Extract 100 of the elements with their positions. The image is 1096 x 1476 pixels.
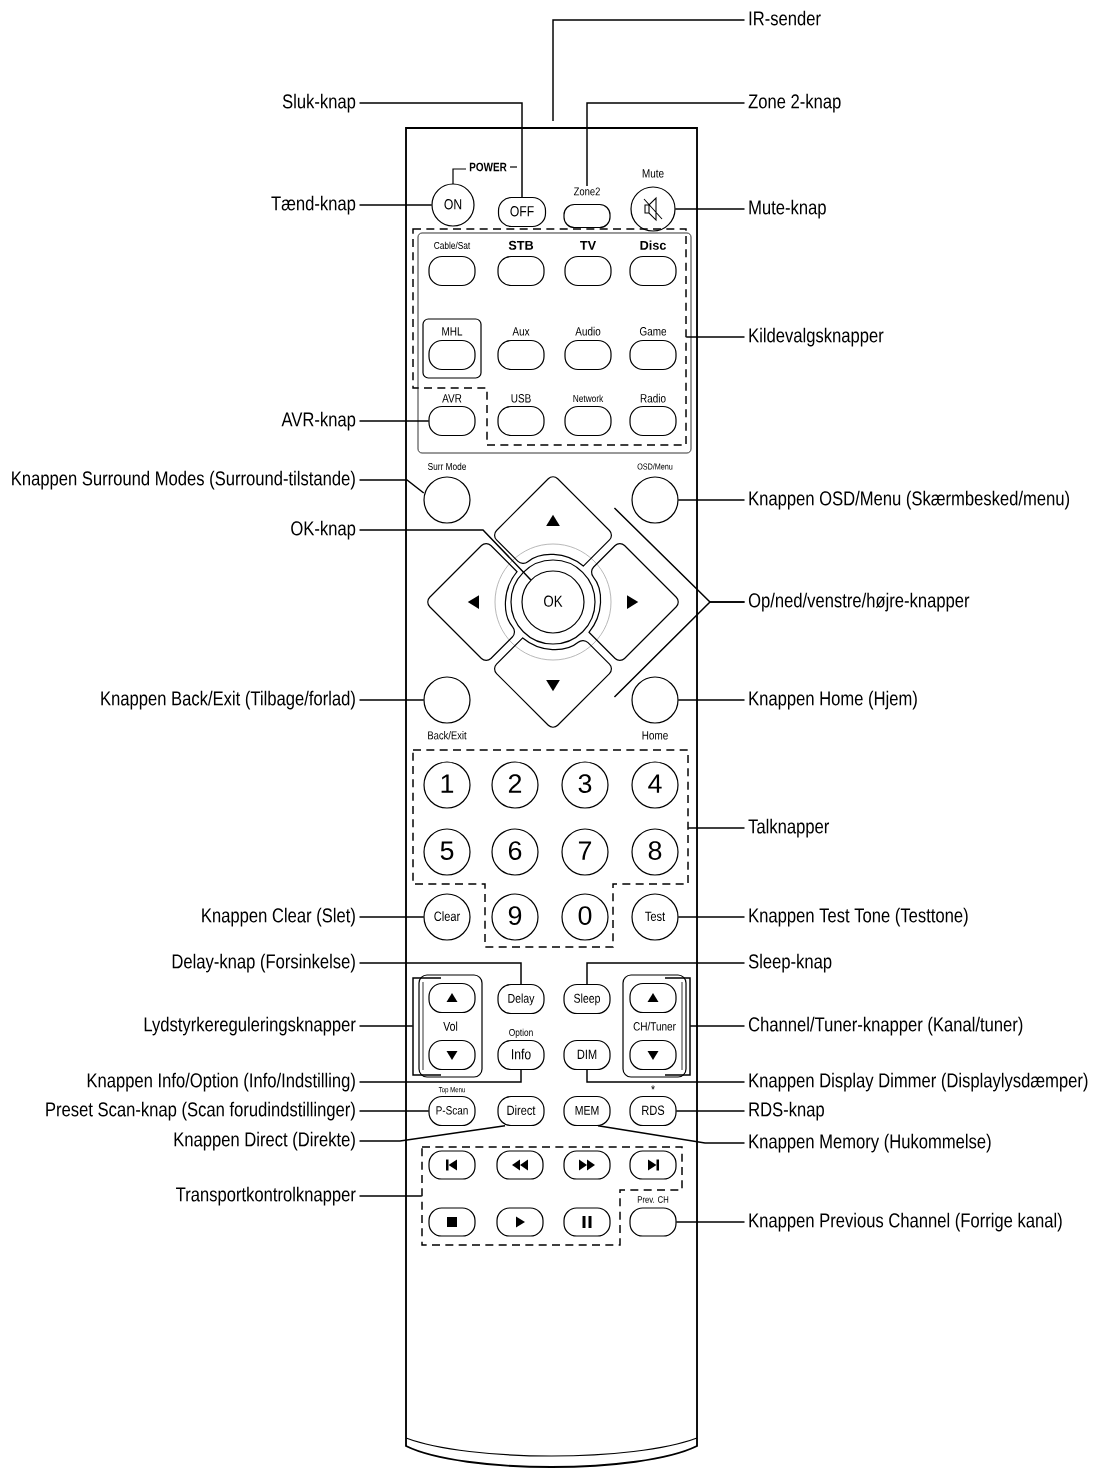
pill-button: Disc: [629, 240, 677, 287]
leader-line: [597, 1125, 746, 1144]
round-button: Surr Mode: [423, 462, 471, 524]
leader-line: [586, 1069, 746, 1083]
callout-label: Knappen Test Tone (Testtone): [749, 907, 968, 927]
pill-button: Zone2: [563, 187, 611, 229]
callout-label: Mute-knap: [749, 199, 826, 219]
pill-button: Direct: [497, 1095, 545, 1127]
pill-button: Option Info: [497, 1028, 545, 1071]
round-button: ON: [431, 183, 475, 227]
leader-line: [358, 420, 430, 422]
pill-button: AVR: [428, 394, 476, 437]
round-button: 0: [561, 893, 609, 941]
pill-button: Prev. CH: [629, 1196, 677, 1237]
pill-button: DIM: [563, 1039, 611, 1071]
leader-line: [358, 916, 425, 918]
leader-line: [689, 1025, 746, 1027]
node-label: Game: [639, 327, 667, 336]
pill-button: STB: [497, 240, 545, 287]
leader-line: [358, 1110, 430, 1112]
round-button: 7: [561, 828, 609, 876]
node-label: Surr Mode: [428, 462, 466, 471]
callout-label: AVR-knap: [281, 411, 356, 431]
pill-button: TV: [564, 240, 612, 287]
node-label: Cable/Sat: [434, 241, 471, 250]
round-button: Mute: [630, 169, 676, 232]
callout-label: Knappen OSD/Menu (Skærmbesked/menu): [749, 490, 1070, 510]
callout-label: Preset Scan-knap (Scan forudindstillinger): [46, 1101, 355, 1121]
leader-line: [358, 1125, 506, 1142]
node-label: STB: [508, 240, 534, 250]
round-button: OSD/Menu: [631, 463, 679, 524]
leader-line: [677, 916, 746, 918]
node-label: *: [651, 1085, 655, 1090]
pill-button: MEM: [563, 1095, 611, 1127]
round-button: OK: [510, 559, 596, 645]
callout-label: Zone 2-knap: [748, 93, 841, 113]
round-button: Clear: [423, 893, 471, 941]
callout-label: Op/ned/venstre/højre-knapper: [748, 592, 970, 612]
leader-line: [613, 601, 746, 698]
callout-label: Knappen Surround Modes (Surround-tilstande): [12, 470, 355, 490]
dashed-group-outline: [421, 1146, 683, 1246]
callout-label: Knappen Home (Hjem): [749, 690, 917, 710]
pill-button: Aux: [497, 327, 545, 371]
leader-line: [677, 499, 746, 501]
pill-button: OFF: [497, 196, 547, 228]
callout-label: Knappen Direct (Direkte): [174, 1131, 355, 1151]
pill-button: MHL: [422, 318, 482, 379]
leader-line: [358, 962, 522, 985]
leader-line: [675, 1110, 746, 1112]
callout-label: Knappen Clear (Slet): [202, 907, 355, 927]
node-label: Back/Exit: [428, 731, 467, 740]
round-button: Test: [631, 893, 679, 941]
leader-line: [687, 827, 746, 829]
callout-label: Sluk-knap: [282, 93, 356, 113]
pill-button: Delay: [497, 983, 545, 1015]
callout-label: IR-sender: [749, 10, 821, 26]
round-button: 4: [631, 761, 679, 809]
pill-button: Audio: [564, 326, 612, 371]
callout-label: Tænd-knap: [271, 195, 356, 215]
leader-line: [685, 336, 746, 338]
leader-line: [677, 699, 746, 701]
round-button: 8: [631, 828, 679, 876]
node-label: Audio: [575, 326, 601, 336]
leader-line: [358, 699, 425, 701]
node-label: Option: [509, 1028, 533, 1038]
pill-button: USB: [497, 394, 545, 437]
node-label: Zone2: [573, 187, 600, 196]
leader-line: [358, 479, 425, 494]
callout-label: Knappen Display Dimmer (Displaylysdæmper): [749, 1072, 1088, 1092]
leader-line: [358, 1025, 414, 1027]
callout-label: Talknapper: [748, 818, 830, 838]
leader-line: [586, 102, 746, 187]
pill-button: Radio: [629, 393, 677, 437]
button-group-frame: CH/Tuner: [622, 974, 691, 1078]
callout-label: Transportkontrolknapper: [176, 1186, 356, 1206]
node-label: Home: [642, 731, 668, 740]
leader-line: [358, 204, 433, 206]
round-button: Home: [631, 676, 679, 740]
leader-line: [358, 1069, 522, 1083]
callout-label: Knappen Info/Option (Info/Indstilling): [87, 1072, 355, 1092]
callout-label: Kildevalgsknapper: [749, 327, 884, 347]
group-heading: POWER: [469, 162, 507, 172]
leader-line: [675, 1221, 746, 1223]
pill-button: Game: [629, 327, 677, 371]
callout-label: Sleep-knap: [748, 953, 832, 973]
button-group-frame: Vol: [412, 974, 483, 1078]
pill-button: * RDS: [629, 1085, 677, 1127]
round-button: 3: [561, 761, 609, 809]
pill-button: Sleep: [563, 983, 611, 1015]
callout-label: Knappen Memory (Hukommelse): [749, 1133, 991, 1153]
pill-button: Network: [564, 394, 612, 437]
node-label: Aux: [512, 327, 530, 336]
leader-line: [674, 208, 746, 210]
callout-label: Channel/Tuner-knapper (Kanal/tuner): [748, 1016, 1023, 1036]
callout-label: RDS-knap: [749, 1101, 824, 1121]
pill-button: Cable/Sat: [428, 241, 476, 287]
round-button: 2: [491, 761, 539, 809]
callout-label: Knappen Previous Channel (Forrige kanal): [749, 1212, 1062, 1232]
node-label: Prev. CH: [637, 1196, 669, 1203]
dashed-group-outline: [412, 749, 689, 948]
